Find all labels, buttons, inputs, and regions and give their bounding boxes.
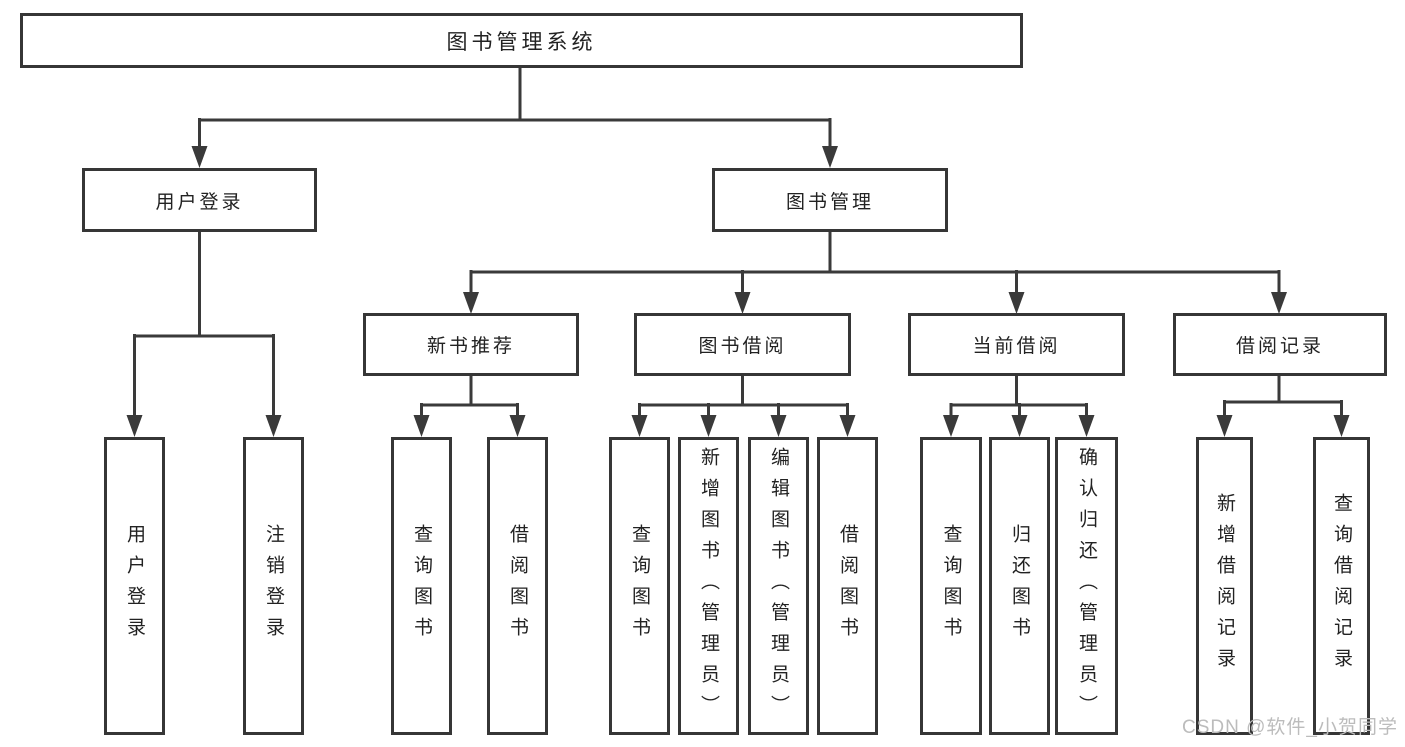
node-leaf-borrow-borrow-label: 借阅图书 — [837, 524, 858, 648]
node-leaf-borrow-edit: 编辑图书（管理员） — [748, 437, 809, 735]
arrowhead — [1216, 415, 1233, 437]
arrowhead — [413, 415, 430, 437]
node-leaf-current-return: 归还图书 — [989, 437, 1050, 735]
node-leaf-current-query-label: 查询图书 — [940, 524, 962, 648]
node-leaf-borrow-query: 查询图书 — [609, 437, 670, 735]
node-leaf-records-add-label: 新增借阅记录 — [1214, 493, 1235, 679]
node-leaf-current-confirm: 确认归还（管理员） — [1055, 437, 1118, 735]
arrowhead — [509, 415, 526, 437]
arrowhead — [1333, 415, 1350, 437]
node-new-book-recommend-label: 新书推荐 — [426, 336, 515, 357]
node-leaf-borrow-borrow: 借阅图书 — [817, 437, 878, 735]
arrowhead — [822, 146, 838, 168]
node-leaf-login: 用户登录 — [104, 437, 165, 735]
arrowhead — [943, 415, 959, 437]
arrowhead — [770, 415, 787, 437]
node-user-login: 用户登录 — [82, 168, 317, 232]
node-current-borrow: 当前借阅 — [908, 313, 1125, 376]
node-new-book-recommend: 新书推荐 — [363, 313, 579, 376]
node-leaf-logout-label: 注销登录 — [263, 524, 284, 648]
connector-borrow-to-leaves — [638, 376, 849, 421]
node-leaf-records-query: 查询借阅记录 — [1313, 437, 1370, 735]
node-leaf-borrow-add: 新增图书（管理员） — [678, 437, 739, 735]
arrowhead — [191, 146, 208, 168]
node-book-borrow-label: 图书借阅 — [698, 336, 787, 357]
node-leaf-borrow-edit-label: 编辑图书（管理员） — [768, 446, 789, 726]
node-user-login-label: 用户登录 — [155, 191, 244, 213]
arrowhead — [631, 415, 648, 437]
node-leaf-borrow-add-label: 新增图书（管理员） — [698, 446, 719, 726]
arrowhead — [839, 415, 856, 437]
arrowhead — [700, 415, 717, 437]
arrowhead — [1011, 415, 1028, 437]
node-leaf-current-confirm-label: 确认归还（管理员） — [1076, 446, 1097, 726]
watermark: CSDN @软件_小贺同学 — [1182, 717, 1398, 738]
node-root-label: 图书管理系统 — [446, 30, 597, 54]
node-leaf-borrow-query-label: 查询图书 — [629, 524, 650, 648]
node-book-borrow: 图书借阅 — [634, 313, 851, 376]
node-leaf-current-query: 查询图书 — [920, 437, 982, 735]
arrowhead — [1078, 415, 1095, 437]
arrowhead — [1271, 292, 1287, 314]
connector-records-to-leaves — [1223, 376, 1343, 421]
arrowhead — [1008, 292, 1025, 314]
node-leaf-records-query-label: 查询借阅记录 — [1331, 493, 1352, 679]
arrowhead — [734, 292, 751, 314]
node-book-management-label: 图书管理 — [785, 191, 874, 213]
node-leaf-login-label: 用户登录 — [124, 524, 145, 648]
arrowheads — [126, 146, 1350, 437]
node-leaf-records-add: 新增借阅记录 — [1196, 437, 1253, 735]
arrowhead — [265, 415, 282, 437]
connector-userlogin-to-leaves — [133, 232, 275, 421]
node-leaf-newbook-borrow-label: 借阅图书 — [507, 524, 528, 648]
node-leaf-logout: 注销登录 — [243, 437, 304, 735]
connector-root-to-level2 — [198, 68, 832, 152]
node-borrow-records: 借阅记录 — [1173, 313, 1387, 376]
connector-newbook-to-leaves — [420, 376, 519, 421]
node-borrow-records-label: 借阅记录 — [1235, 336, 1324, 357]
arrowhead — [126, 415, 143, 437]
arrowhead — [463, 292, 479, 314]
node-leaf-newbook-query: 查询图书 — [391, 437, 452, 735]
node-leaf-newbook-borrow: 借阅图书 — [487, 437, 548, 735]
node-current-borrow-label: 当前借阅 — [972, 336, 1061, 357]
connector-bookmgmt-to-level3 — [469, 232, 1281, 298]
node-leaf-current-return-label: 归还图书 — [1009, 524, 1030, 648]
node-root: 图书管理系统 — [20, 13, 1023, 68]
node-book-management: 图书管理 — [712, 168, 948, 232]
node-leaf-newbook-query-label: 查询图书 — [411, 524, 432, 648]
connector-current-to-leaves — [949, 376, 1088, 421]
